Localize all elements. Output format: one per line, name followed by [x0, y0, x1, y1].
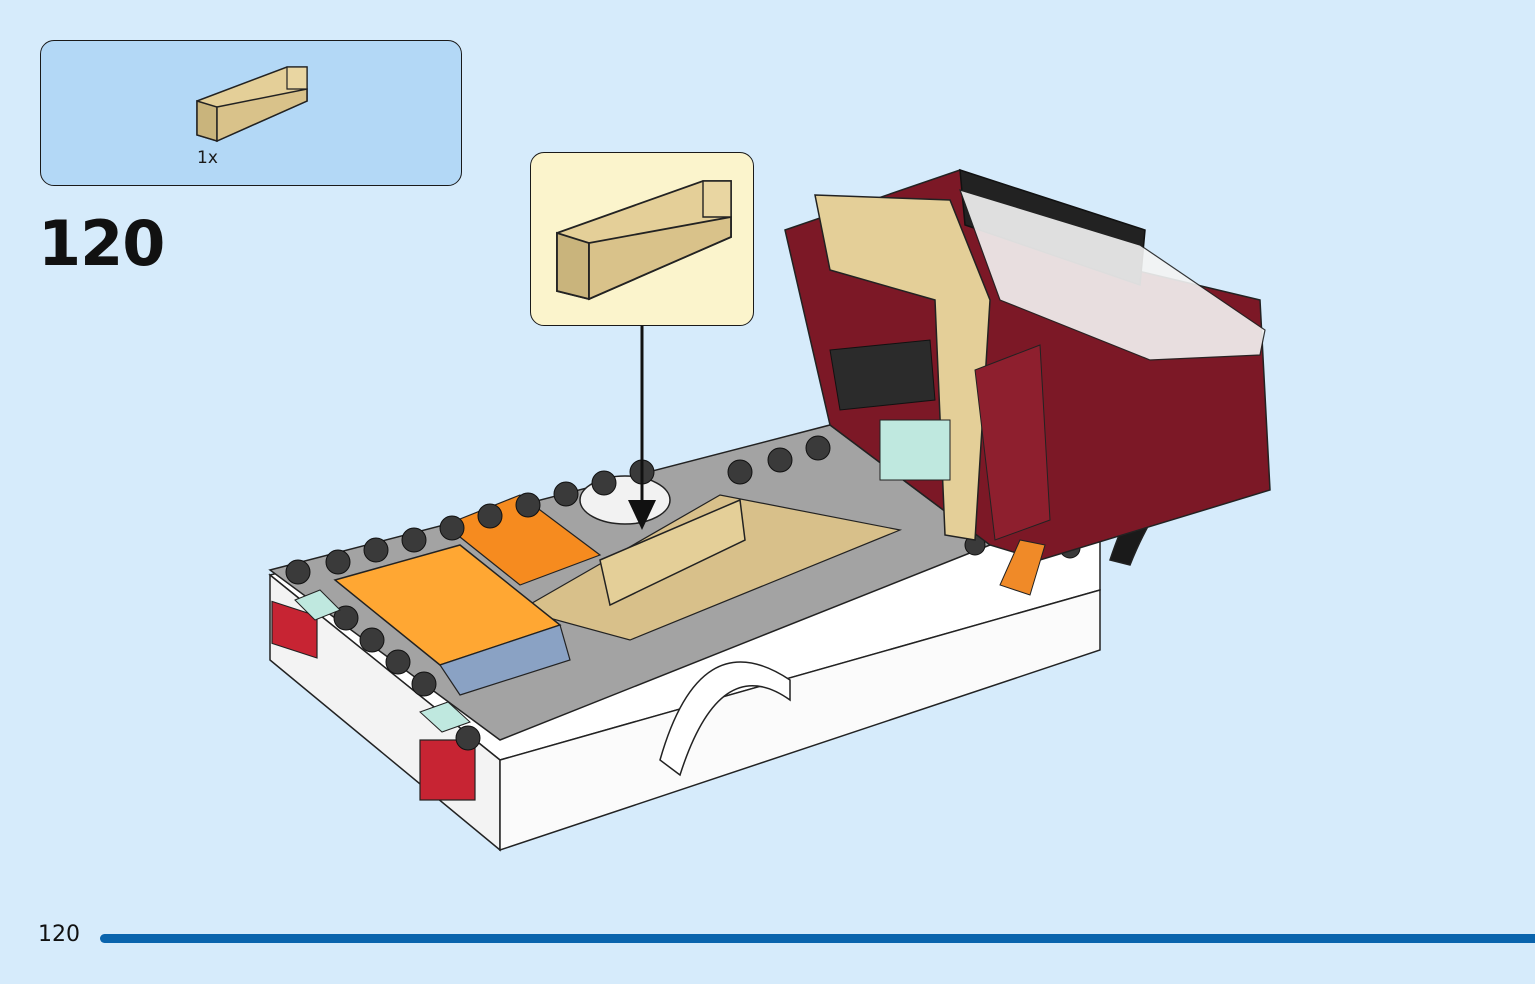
parts-list-box: 1x: [40, 40, 462, 186]
stud: [439, 515, 465, 541]
cab-window: [959, 189, 1266, 361]
stud: [727, 459, 753, 485]
flame-decal: [999, 539, 1046, 596]
blue-blanket: [439, 624, 571, 696]
chassis-side-face: [499, 589, 1101, 852]
dark-shelf: [829, 339, 936, 411]
stud: [455, 725, 481, 751]
placed-tan-bracket: [599, 498, 746, 607]
stud: [333, 605, 359, 631]
stud: [805, 435, 831, 461]
callout-box: [530, 152, 754, 326]
tan-bracket-brick-icon: [556, 180, 732, 301]
step-number: 120: [38, 207, 165, 280]
stud: [515, 492, 541, 518]
clear-tile: [419, 701, 471, 733]
stud: [767, 447, 793, 473]
clear-box: [879, 419, 951, 481]
stud: [591, 470, 617, 496]
clear-tile: [294, 589, 341, 621]
rear-wheel-arch: [659, 661, 791, 777]
stud: [553, 481, 579, 507]
stud: [629, 459, 655, 485]
cab-side-panel: [974, 344, 1051, 541]
stud: [325, 549, 351, 575]
tan-floor-plate: [518, 494, 903, 641]
stud: [477, 503, 503, 529]
stud: [385, 649, 411, 675]
stud: [363, 537, 389, 563]
part-quantity: 1x: [197, 148, 218, 168]
stud: [285, 559, 311, 585]
tail-light-left: [271, 600, 318, 659]
stud: [401, 527, 427, 553]
stud: [411, 671, 437, 697]
stud: [359, 627, 385, 653]
footer-rule: [100, 934, 1535, 943]
tan-bracket-brick-icon: [196, 66, 308, 143]
page-number: 120: [38, 922, 80, 947]
